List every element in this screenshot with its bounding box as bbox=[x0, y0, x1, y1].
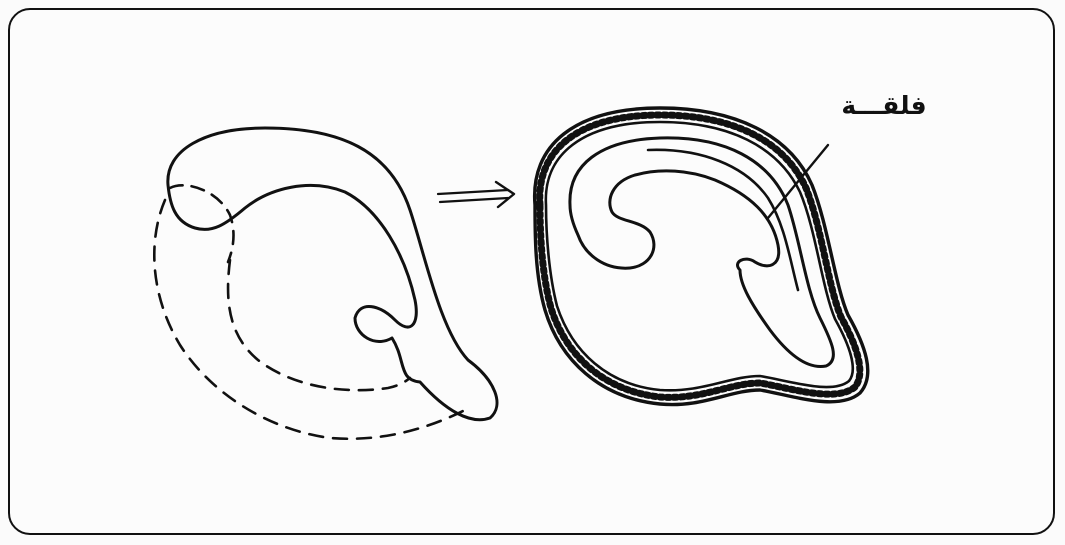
left-embryo-dashed-inner bbox=[228, 260, 410, 390]
left-embryo bbox=[154, 128, 497, 439]
right-embryo bbox=[535, 108, 868, 405]
cotyledon-label: فلقـــة bbox=[838, 86, 930, 126]
left-embryo-outline bbox=[168, 128, 497, 420]
seed-coat-hatch bbox=[540, 115, 860, 397]
double-arrow-icon bbox=[438, 182, 514, 207]
